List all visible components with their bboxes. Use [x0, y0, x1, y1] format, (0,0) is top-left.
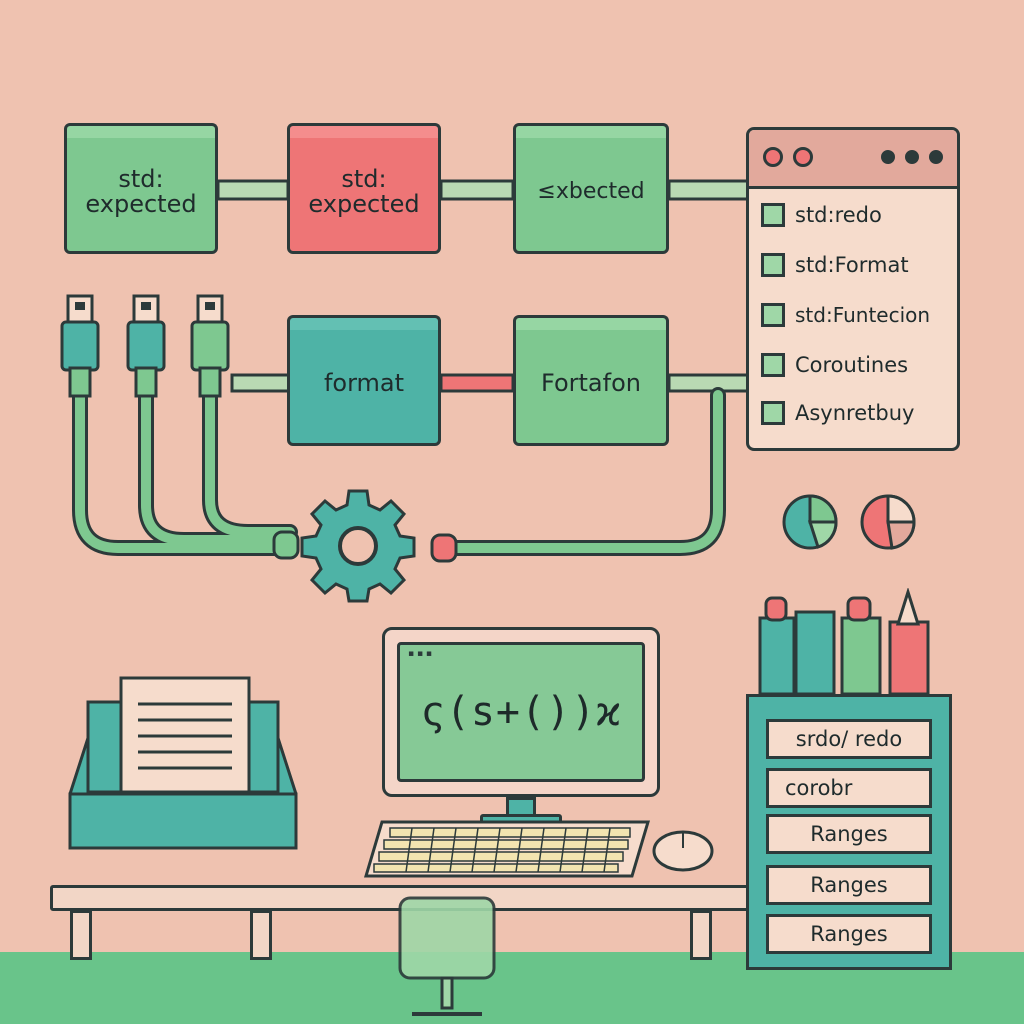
desk-leg	[70, 910, 92, 960]
computer-monitor: ▪ ▪ ▪ ς(s+())ϰ	[382, 627, 660, 797]
desk-leg	[250, 910, 272, 960]
gear-icon	[300, 489, 416, 603]
checklist-item[interactable]: std:redo	[761, 200, 882, 230]
desk-leg	[690, 910, 712, 960]
shelf-label: srdo/ redo	[766, 719, 932, 759]
flow-block-expected-3: ≤xbected	[513, 123, 669, 254]
window-close-icon[interactable]	[763, 147, 783, 167]
shelf-label: Ranges	[766, 814, 932, 854]
chair-icon	[398, 896, 496, 1016]
checklist-item-label: std:redo	[795, 203, 882, 227]
connector-1	[216, 179, 290, 201]
flow-block-std-expected-1: std: expected	[64, 123, 218, 254]
connector-4	[230, 373, 292, 393]
connector-6	[667, 373, 751, 393]
window-dot-icon	[929, 150, 943, 164]
shelf-label: Ranges	[766, 865, 932, 905]
connector-2	[439, 179, 515, 201]
checklist-window: std:redo std:Format std:Funtecion Corout…	[746, 127, 960, 451]
flow-block-label: std: expected	[85, 164, 197, 218]
checkbox[interactable]	[761, 353, 785, 377]
checklist-item-label: Asynretbuy	[795, 401, 915, 425]
shelf-label: corobr	[766, 768, 932, 808]
checklist-item-label: std:Funtecion	[795, 303, 931, 327]
screen-code: ς(s+())ϰ	[420, 689, 622, 735]
flow-block-label: Fortafon	[541, 369, 641, 398]
usb-plug-icon	[190, 294, 230, 398]
shelf-label: Ranges	[766, 914, 932, 954]
document-tray-icon	[68, 676, 298, 850]
screen-menu-dots: ▪ ▪ ▪	[408, 649, 433, 659]
checkbox[interactable]	[761, 303, 785, 327]
flow-block-label: format	[323, 369, 405, 398]
checklist-item-label: Coroutines	[795, 353, 909, 377]
usb-plug-icon	[126, 294, 166, 398]
book-icon	[758, 588, 930, 696]
usb-plug-icon	[60, 294, 100, 398]
checkbox[interactable]	[761, 203, 785, 227]
checkbox[interactable]	[761, 401, 785, 425]
mouse-icon[interactable]	[650, 828, 716, 874]
checklist-item[interactable]: std:Funtecion	[761, 300, 930, 330]
flow-block-label: std: expected	[308, 164, 420, 218]
flow-block-fortafon: Fortafon	[513, 315, 669, 446]
keyboard-icon[interactable]	[362, 818, 652, 880]
flow-block-label: ≤xbected	[537, 179, 645, 205]
checklist-item[interactable]: Asynretbuy	[761, 398, 914, 428]
monitor-screen: ▪ ▪ ▪ ς(s+())ϰ	[397, 642, 645, 782]
window-dot-icon	[905, 150, 919, 164]
checkbox[interactable]	[761, 253, 785, 277]
window-minimize-icon[interactable]	[793, 147, 813, 167]
flow-block-format: format	[287, 315, 441, 446]
pie-chart-icon	[860, 494, 916, 550]
checklist-item[interactable]: Coroutines	[761, 350, 908, 380]
connector-3	[667, 179, 751, 201]
window-dot-icon	[881, 150, 895, 164]
pie-chart-icon	[782, 494, 838, 550]
flow-block-std-expected-2: std: expected	[287, 123, 441, 254]
connector-5	[439, 373, 515, 393]
checklist-item[interactable]: std:Format	[761, 250, 909, 280]
window-titlebar	[749, 130, 957, 189]
checklist-item-label: std:Format	[795, 253, 909, 277]
